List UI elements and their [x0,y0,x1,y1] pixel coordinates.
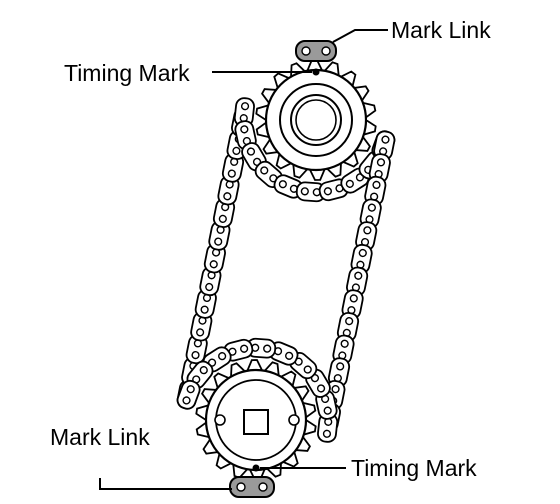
timing-chain [176,97,396,443]
timing-mark-dot-bottom [252,464,260,472]
crankshaft-sprocket [195,359,317,481]
chain-link [185,334,208,365]
leader-mark-link-bottom [99,478,232,490]
chain-link [355,221,378,252]
chain-link [176,379,201,410]
mark-link-top-pin-left [301,46,311,56]
camshaft-sprocket [255,59,377,181]
mark-link-bottom-pin-left [236,482,246,492]
label-mark-link-bottom: Mark Link [50,424,150,450]
leader-mark-link-top [332,29,388,43]
chain-link [233,97,255,128]
chain-link [346,266,369,297]
mark-link-bottom [229,476,275,498]
chain-link [221,152,245,183]
chain-link [341,289,364,320]
timing-mark-dot-top [312,68,320,76]
mark-link-top-pin-right [321,46,331,56]
label-timing-mark-top: Timing Mark [64,60,190,86]
mark-link-top [295,40,337,62]
chain-link [364,175,387,206]
chain-link [246,337,277,359]
label-timing-mark-bottom: Timing Mark [351,455,477,481]
label-mark-link-top: Mark Link [391,17,491,43]
chain-link [203,243,226,274]
mark-link-bottom-pin-right [258,482,268,492]
chain-link [212,198,236,228]
